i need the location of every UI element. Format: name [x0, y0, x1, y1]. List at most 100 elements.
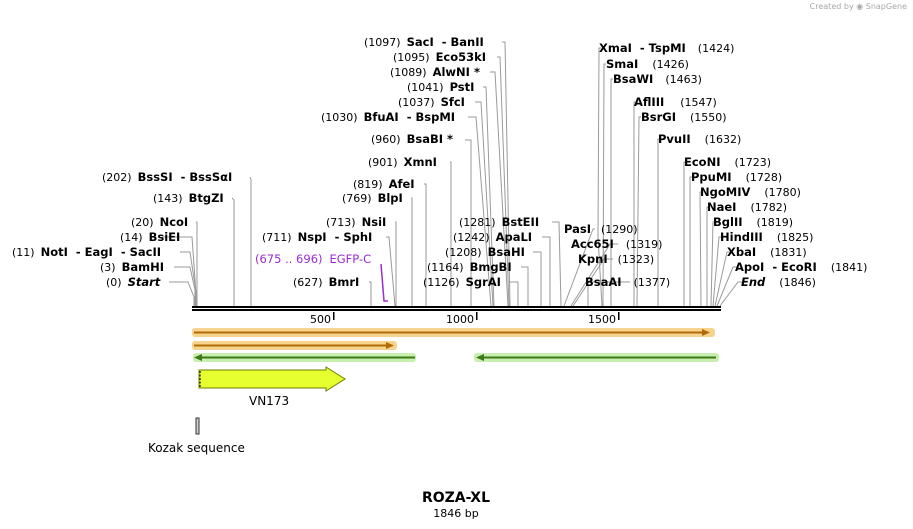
- site-position: (14): [120, 231, 143, 244]
- site-name: SfcI: [441, 95, 465, 109]
- ruler-label-1500: 1500: [588, 313, 616, 326]
- site-label-btgzi[interactable]: (143)BtgZI: [153, 191, 224, 205]
- site-label-ngomiv[interactable]: NgoMIV(1780): [700, 185, 801, 199]
- snapgene-brand: Created by ◉ SnapGene: [810, 2, 907, 11]
- site-label-hindiii[interactable]: HindIII(1825): [720, 230, 813, 244]
- site-position: (1846): [779, 276, 816, 289]
- site-label-naei[interactable]: NaeI(1782): [707, 200, 787, 214]
- site-label-kpni[interactable]: KpnI(1323): [578, 252, 654, 266]
- snapgene-logo-icon: ◉: [856, 2, 864, 11]
- site-name: Start: [128, 275, 161, 289]
- site-label-sgrai[interactable]: (1126)SgrAI: [423, 275, 501, 289]
- site-label-xmni[interactable]: (901)XmnI: [368, 155, 437, 169]
- site-label-start[interactable]: (0)Start: [106, 275, 161, 289]
- site-name: XmaI - TspMI: [599, 41, 686, 55]
- site-label-econi[interactable]: EcoNI(1723): [684, 155, 771, 169]
- site-position: (769): [342, 192, 372, 205]
- site-label-psti[interactable]: (1041) PstI: [407, 80, 474, 94]
- plasmid-name: ROZA-XL: [422, 490, 490, 506]
- site-label-pvuii[interactable]: PvuII(1632): [658, 132, 741, 146]
- site-label-bsrgi[interactable]: BsrGI (1550): [641, 110, 727, 124]
- site-name: BglII: [713, 215, 743, 229]
- site-name: BssSI - BssSαI: [138, 170, 233, 184]
- site-label-bsaai[interactable]: BsaAI(1377): [585, 275, 670, 289]
- green-feature-left[interactable]: [193, 353, 416, 362]
- site-label-nspi[interactable]: (711)NspI - SphI: [262, 230, 372, 244]
- site-name: SacI - BanII: [407, 35, 484, 49]
- site-name: BsaBI *: [407, 132, 453, 146]
- site-position: (1041): [407, 81, 444, 94]
- site-position: (202): [102, 171, 132, 184]
- site-label-pasi[interactable]: PasI(1290): [564, 222, 638, 236]
- site-position: (1037): [398, 96, 435, 109]
- site-label-blpi[interactable]: (769) BlpI: [342, 191, 403, 205]
- orange-feature-short[interactable]: [192, 341, 397, 350]
- site-name: AlwNI *: [433, 65, 480, 79]
- site-position: (1632): [705, 133, 742, 146]
- site-label-nsii[interactable]: (713)NsiI: [326, 215, 386, 229]
- site-label-afliii[interactable]: AflIII(1547): [634, 95, 717, 109]
- site-label-ppumi[interactable]: PpuMI(1728): [691, 170, 782, 184]
- site-name: PpuMI: [691, 170, 732, 184]
- site-position: (960): [371, 133, 401, 146]
- site-name: KpnI: [578, 252, 608, 266]
- site-label-xbai[interactable]: XbaI(1831): [727, 245, 807, 259]
- site-label-bamhi[interactable]: (3)BamHI: [100, 260, 164, 274]
- site-label-bfuai[interactable]: (1030)BfuAI - BspMI: [321, 110, 455, 124]
- site-label-eco53ki[interactable]: (1095)Eco53kI: [393, 50, 486, 64]
- site-label-xmai[interactable]: XmaI - TspMI (1424): [599, 41, 734, 55]
- site-label-bglii[interactable]: BglII(1819): [713, 215, 793, 229]
- site-name: BfuAI - BspMI: [364, 110, 455, 124]
- site-name: BsrGI: [641, 110, 676, 124]
- site-label-bmgbi[interactable]: (1164)BmgBI: [427, 260, 512, 274]
- site-label-bsawi[interactable]: BsaWI(1463): [613, 72, 702, 86]
- site-name: ApaLI: [496, 230, 533, 244]
- site-name: PstI: [450, 80, 475, 94]
- site-label-sfci[interactable]: (1037) SfcI: [398, 95, 465, 109]
- site-label-bmri[interactable]: (627)BmrI: [293, 275, 359, 289]
- site-label-bsiei[interactable]: (14)BsiEI: [120, 230, 180, 244]
- site-position: (1089): [390, 66, 427, 79]
- site-label-smai[interactable]: SmaI(1426): [606, 57, 689, 71]
- site-name: BsaHI: [488, 245, 525, 259]
- site-label-bsssi[interactable]: (202) BssSI - BssSαI: [102, 170, 232, 184]
- site-name: NsiI: [362, 215, 387, 229]
- site-label-bsahi[interactable]: (1208)BsaHI: [445, 245, 525, 259]
- site-name: NaeI: [707, 200, 736, 214]
- created-by-text: Created by: [809, 2, 854, 11]
- site-name: BmrI: [329, 275, 360, 289]
- site-position: (1424): [698, 42, 735, 55]
- egfp-c-label[interactable]: (675 .. 696)EGFP-C: [255, 252, 371, 266]
- site-name: AfeI: [389, 177, 415, 191]
- site-position: (20): [131, 216, 154, 229]
- site-position: (1290): [601, 223, 638, 236]
- site-position: (1825): [777, 231, 814, 244]
- site-label-alwni[interactable]: (1089) AlwNI *: [390, 65, 480, 79]
- site-name: XbaI: [727, 245, 756, 259]
- site-name: EcoNI: [684, 155, 720, 169]
- orange-feature-full[interactable]: [192, 328, 715, 337]
- kozak-label: Kozak sequence: [148, 441, 245, 455]
- kozak-feature-marker[interactable]: [195, 417, 200, 435]
- site-name: BlpI: [378, 191, 403, 205]
- site-label-saci[interactable]: (1097)SacI - BanII: [364, 35, 484, 49]
- ruler-tick-1500: [618, 312, 620, 320]
- site-name: Acc65I: [571, 237, 614, 251]
- site-label-bsabi[interactable]: (960) BsaBI *: [371, 132, 453, 146]
- site-label-noti[interactable]: (11)NotI - EagI - SacII: [12, 245, 161, 259]
- site-label-ncoi[interactable]: (20)NcoI: [131, 215, 188, 229]
- egfp-c-name: EGFP-C: [330, 252, 372, 266]
- site-label-bsteii[interactable]: (1281)BstEII: [459, 215, 539, 229]
- site-label-acc65i[interactable]: Acc65I(1319): [571, 237, 662, 251]
- site-name: End: [741, 275, 766, 289]
- site-position: (1550): [690, 111, 727, 124]
- site-label-end[interactable]: End (1846): [741, 275, 816, 289]
- ruler-label-500: 500: [310, 313, 331, 326]
- green-feature-right[interactable]: [474, 353, 719, 362]
- site-label-afei[interactable]: (819)AfeI: [353, 177, 415, 191]
- vn173-feature-arrow[interactable]: [198, 366, 346, 392]
- site-label-apali[interactable]: (1242)ApaLI: [453, 230, 532, 244]
- ruler: 500 1000 1500: [310, 312, 620, 326]
- egfp-c-marker[interactable]: [380, 263, 388, 302]
- site-label-apoi[interactable]: ApoI - EcoRI(1841): [735, 260, 867, 274]
